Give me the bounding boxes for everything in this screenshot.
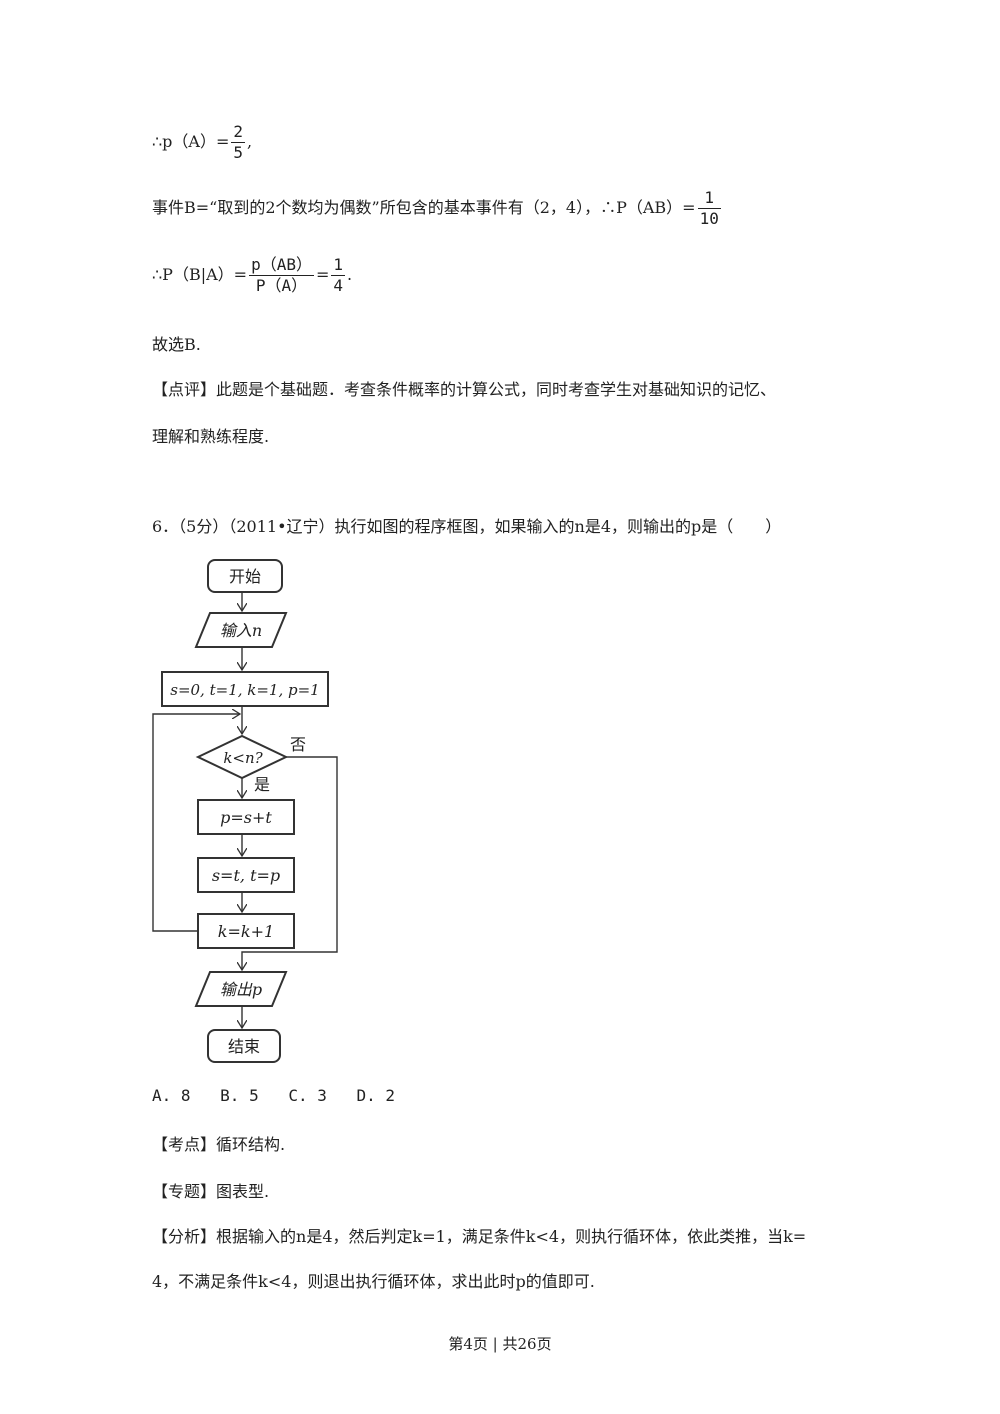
input-box bbox=[194, 612, 288, 648]
init-label: s=0, t=1, k=1, p=1 bbox=[170, 681, 319, 699]
fraction-pab-pa: p（AB）P（A） bbox=[249, 255, 314, 295]
review-line-1: 【点评】此题是个基础题．考查条件概率的计算公式，同时考查学生对基础知识的记忆、 bbox=[152, 380, 777, 399]
option-a: A. 8 bbox=[152, 1086, 191, 1105]
step-st-box bbox=[197, 857, 295, 893]
conditional-prefix: ∴P（B|A）= bbox=[152, 265, 248, 284]
pA-prefix: ∴p（A）= bbox=[152, 132, 230, 151]
no-label: 否 bbox=[290, 735, 306, 754]
fenxi-line-2: 4，不满足条件k<4，则退出执行循环体，求出此时p的值即可. bbox=[152, 1272, 595, 1291]
event-b-text: 事件B=“取到的2个数均为偶数”所包含的基本事件有（2，4），∴P（AB）= bbox=[152, 198, 696, 217]
kaodian-line: 【考点】循环结构. bbox=[152, 1135, 286, 1154]
answer-line: 故选B. bbox=[152, 335, 201, 354]
output-label: 输出p bbox=[220, 980, 262, 999]
flowchart: 开始 输入n s=0, t=1, k=1, p=1 k<n? 否 是 p=s+t… bbox=[152, 559, 338, 1063]
step-k-label: k=k+1 bbox=[218, 922, 274, 941]
yes-label: 是 bbox=[254, 775, 270, 794]
review-label: 【点评】 bbox=[152, 380, 217, 399]
option-d: D. 2 bbox=[356, 1086, 396, 1105]
start-box bbox=[207, 559, 283, 593]
review-line-2: 理解和熟练程度. bbox=[152, 427, 270, 446]
fenxi-line-1: 【分析】根据输入的n是4，然后判定k=1，满足条件k<4，则执行循环体，依此类推… bbox=[152, 1227, 807, 1246]
input-label: 输入n bbox=[220, 621, 262, 640]
end-label: 结束 bbox=[228, 1037, 260, 1056]
zhuanti-line: 【专题】图表型. bbox=[152, 1182, 270, 1201]
step-p-label: p=s+t bbox=[220, 808, 272, 827]
step-p-box bbox=[197, 799, 295, 835]
output-box bbox=[194, 971, 288, 1007]
question-6: 6．（5分）（2011•辽宁）执行如图的程序框图，如果输入的n是4，则输出的p是… bbox=[152, 517, 782, 536]
step-st-label: s=t, t=p bbox=[212, 866, 280, 885]
end-box bbox=[207, 1029, 281, 1063]
option-b: B. 5 bbox=[220, 1086, 259, 1105]
option-c: C. 3 bbox=[288, 1086, 327, 1105]
options-row: A. 8 B. 5 C. 3 D. 2 bbox=[152, 1086, 395, 1105]
init-box bbox=[161, 671, 329, 707]
page-footer: 第4页 | 共26页 bbox=[448, 1335, 552, 1353]
start-label: 开始 bbox=[229, 567, 261, 586]
condition-label: k<n? bbox=[223, 749, 263, 767]
